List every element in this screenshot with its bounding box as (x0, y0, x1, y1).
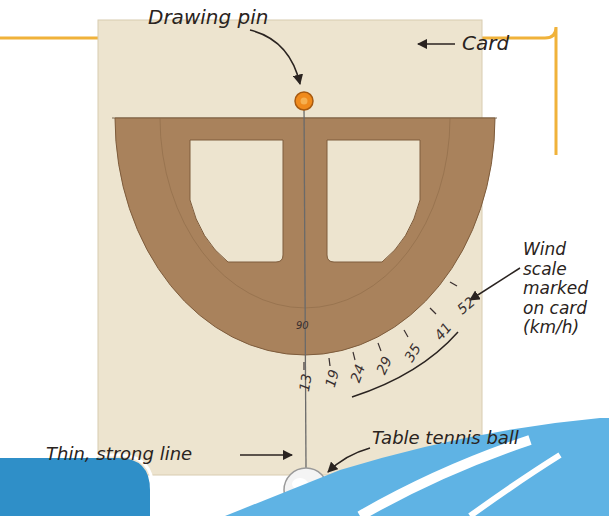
leader-arrow (470, 268, 520, 300)
leader-arrow (418, 43, 455, 45)
decor-wave (225, 418, 609, 516)
scale-number: 13 (296, 372, 315, 392)
leader-arrow (240, 454, 292, 456)
pin-centre (301, 98, 308, 105)
decor-stripe (470, 455, 560, 516)
part-label: Table tennis ball (372, 428, 519, 449)
scale-mark: 90 (296, 320, 309, 332)
part-label: Thin, strong line (46, 444, 192, 465)
part-label: Card (462, 32, 509, 55)
decor-panel (0, 458, 150, 516)
decor-stripe (360, 440, 530, 516)
drawing-pin (295, 92, 313, 110)
leader-arrow (250, 30, 300, 84)
decor-border (0, 455, 153, 516)
part-label: Drawing pin (148, 6, 268, 29)
thread (304, 103, 306, 468)
part-label: Wind scale marked on card (km/h) (523, 240, 605, 338)
